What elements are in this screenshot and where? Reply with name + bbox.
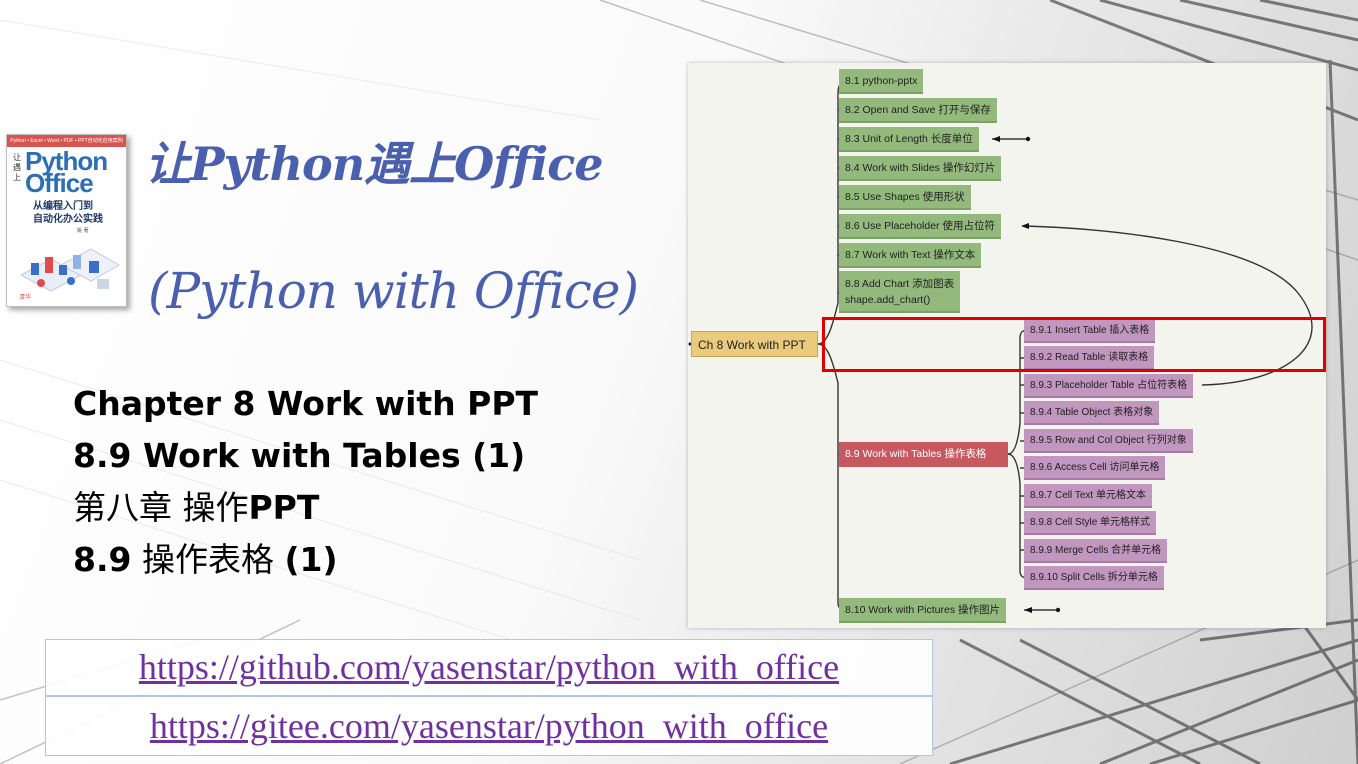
mindmap-node-8-8[interactable]: 8.8 Add Chart 添加图表 shape.add_chart() [839, 271, 961, 313]
mindmap-node-8-9[interactable]: 8.9 Work with Tables 操作表格 [839, 442, 1008, 467]
book-cover-image: Python • Excel • Word • PDF • PPT自动化应用案例… [6, 134, 127, 307]
mindmap-node-8-9-7[interactable]: 8.9.7 Cell Text 单元格文本 [1024, 484, 1152, 508]
mindmap-panel: Ch 8 Work with PPT 8.1 python-pptx 8.2 O… [688, 63, 1326, 628]
mindmap-node-8-9-3[interactable]: 8.9.3 Placeholder Table 占位符表格 [1024, 374, 1194, 398]
svg-text:清华: 清华 [19, 293, 31, 301]
main-title: 让Python遇上Office [145, 137, 604, 191]
mindmap-node-8-9-9[interactable]: 8.9.9 Merge Cells 合并单元格 [1024, 539, 1168, 563]
mindmap-node-8-9-8[interactable]: 8.9.8 Cell Style 单元格样式 [1024, 511, 1157, 535]
section-part: (1) [284, 540, 338, 579]
book-cover-title-office: Office [25, 168, 94, 198]
book-cover-subtitle-2: 自动化办公实践 [33, 214, 103, 225]
mindmap-node-8-9-6[interactable]: 8.9.6 Access Cell 访问单元格 [1024, 456, 1166, 480]
section-title-cn-text: 操作表格 [131, 540, 285, 579]
chapter-title-cn: 第八章 操作PPT [73, 488, 319, 528]
mindmap-node-8-9-1[interactable]: 8.9.1 Insert Table 插入表格 [1024, 319, 1156, 343]
chapter-title-cn-ppt: PPT [248, 488, 320, 527]
mindmap-node-8-1[interactable]: 8.1 python-pptx [839, 69, 924, 94]
mindmap-node-8-9-4[interactable]: 8.9.4 Table Object 表格对象 [1024, 401, 1160, 425]
section-number: 8.9 [73, 540, 132, 579]
section-title-cn: 8.9 操作表格 (1) [73, 540, 338, 580]
section-title-en: 8.9 Work with Tables (1) [73, 436, 526, 475]
mindmap-node-8-7[interactable]: 8.7 Work with Text 操作文本 [839, 243, 982, 268]
book-cover-subtitle: 从编程入门到 [33, 201, 93, 212]
mindmap-node-8-4[interactable]: 8.4 Work with Slides 操作幻灯片 [839, 156, 1002, 181]
mindmap-node-8-8-extra: shape.add_chart() [845, 294, 931, 306]
book-cover-side-text: 让 遇 上 [13, 153, 21, 182]
book-cover-band: Python • Excel • Word • PDF • PPT自动化应用案例 [7, 135, 126, 147]
mindmap-node-8-3[interactable]: 8.3 Unit of Length 长度单位 [839, 127, 979, 152]
main-subtitle: (Python with Office) [148, 262, 639, 320]
chapter-title-cn-text: 第八章 操作 [73, 488, 249, 527]
mindmap-node-8-8-label: 8.8 Add Chart 添加图表 [845, 278, 955, 290]
chapter-title-en: Chapter 8 Work with PPT [73, 384, 539, 423]
book-cover-illustration: 清华 [19, 248, 121, 301]
github-link[interactable]: https://github.com/yasenstar/python_with… [45, 639, 933, 696]
mindmap-root-node[interactable]: Ch 8 Work with PPT [691, 331, 818, 357]
mindmap-node-8-6[interactable]: 8.6 Use Placeholder 使用占位符 [839, 214, 1001, 239]
book-cover-author: 姚 著 [77, 228, 89, 234]
gitee-link[interactable]: https://gitee.com/yasenstar/python_with_… [45, 696, 933, 756]
mindmap-node-8-9-10[interactable]: 8.9.10 Split Cells 拆分单元格 [1024, 566, 1164, 590]
mindmap-node-8-9-5[interactable]: 8.9.5 Row and Col Object 行列对象 [1024, 429, 1193, 453]
book-cover-title-python: Python [25, 146, 108, 176]
mindmap-node-8-2[interactable]: 8.2 Open and Save 打开与保存 [839, 98, 997, 123]
highlight-box [822, 317, 1326, 372]
mindmap-node-8-10[interactable]: 8.10 Work with Pictures 操作图片 [839, 598, 1007, 623]
mindmap-node-8-5[interactable]: 8.5 Use Shapes 使用形状 [839, 185, 971, 210]
